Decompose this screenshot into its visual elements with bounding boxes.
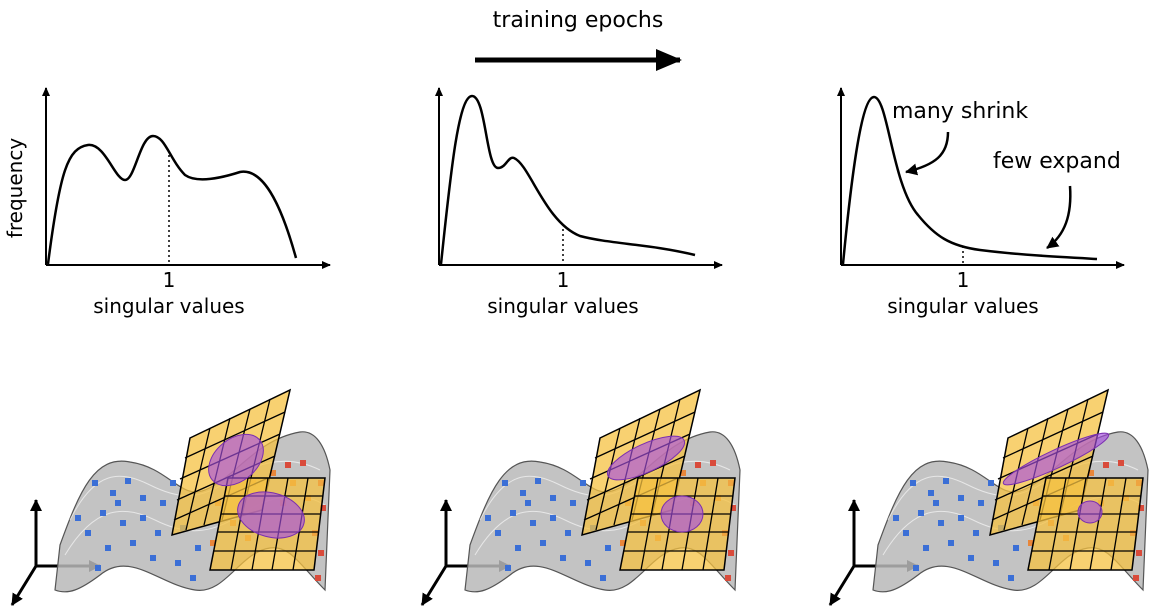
ellipsoid-upper — [606, 435, 686, 481]
tick-label-one: 1 — [957, 268, 970, 292]
many-shrink-annotation: many shrink — [892, 99, 1028, 124]
ellipsoid-lower — [660, 495, 704, 533]
x-axis-label: singular values — [887, 294, 1038, 318]
many-shrink-arrow — [905, 131, 950, 176]
training-epochs-label: training epochs — [493, 8, 664, 33]
data-points-blue — [485, 478, 611, 581]
ellipsoid-lower — [1077, 500, 1103, 524]
tick-label-one: 1 — [163, 268, 176, 292]
x-axis-label: singular values — [487, 294, 638, 318]
data-points-blue — [75, 478, 201, 581]
ellipsoid-lower — [237, 491, 305, 539]
ellipsoid-upper — [208, 433, 264, 487]
training-epochs-header: training epochs — [475, 8, 682, 71]
distribution-curve — [439, 94, 696, 265]
manifold-illustration-2 — [420, 388, 741, 606]
x-axis-label: singular values — [93, 294, 244, 318]
few-expand-annotation: few expand — [993, 149, 1121, 174]
distribution-curve — [841, 95, 1098, 265]
tick-label-one: 1 — [557, 268, 570, 292]
histogram-panel-2: 1 singular values — [435, 87, 723, 318]
tangent-plane-lower — [1027, 477, 1144, 571]
manifold-illustration-3 — [828, 388, 1149, 606]
histogram-panel-1: 1 singular values frequency — [3, 87, 331, 318]
manifold-illustration-1 — [10, 388, 331, 606]
distribution-curve — [46, 134, 298, 265]
few-expand-arrow — [1046, 185, 1072, 250]
histogram-panel-3: 1 singular values many shrink few expand — [837, 87, 1125, 318]
ellipsoid-upper — [1002, 432, 1110, 486]
y-axis-label: frequency — [3, 138, 27, 238]
